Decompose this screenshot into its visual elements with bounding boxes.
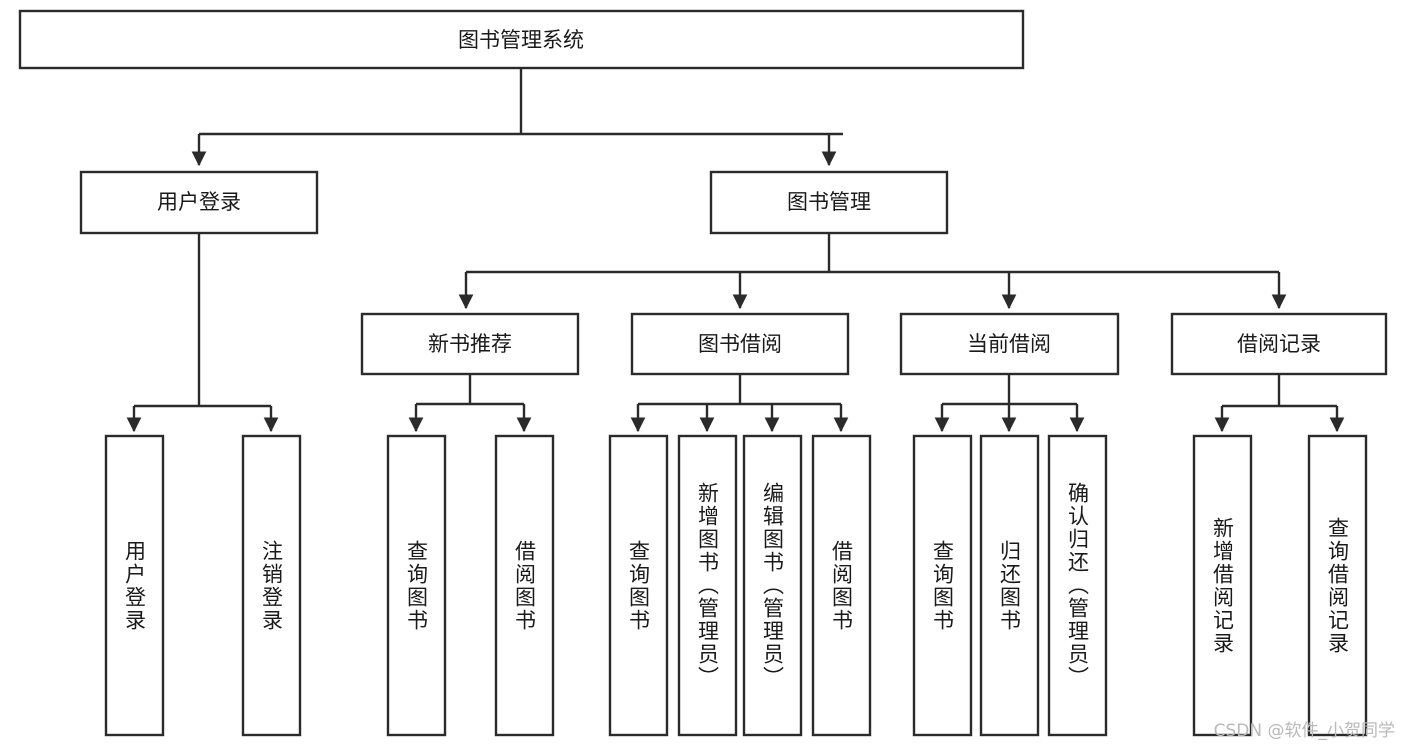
- leaf-box-add-record[interactable]: [1192, 434, 1253, 737]
- connector-root-to-level2: [191, 68, 843, 167]
- node-root-label: 图书管理系统: [458, 28, 584, 52]
- leaf-box-query-record[interactable]: [1307, 434, 1368, 737]
- node-borrow-record[interactable]: [1170, 312, 1388, 376]
- leaf-box-logout[interactable]: [241, 434, 302, 737]
- leaf-box-return-book[interactable]: [979, 434, 1040, 737]
- node-current-borrow[interactable]: [899, 312, 1120, 376]
- connector-current-borrow-to-leaves: [934, 374, 1085, 433]
- node-new-book-rec[interactable]: [360, 312, 580, 376]
- leaf-box-borrow-book[interactable]: [811, 434, 872, 737]
- leaf-box-query-book-borrow[interactable]: [608, 434, 669, 737]
- node-book-manage-label: 图书管理: [787, 190, 871, 214]
- connector-book-borrow-to-leaves: [630, 374, 849, 433]
- connector-borrow-record-to-leaves: [1214, 374, 1345, 433]
- leaf-box-confirm-return[interactable]: [1047, 434, 1108, 737]
- watermark-text: CSDN @软件_小贺同学: [1213, 721, 1395, 741]
- node-borrow-record-label: 借阅记录: [1237, 332, 1321, 356]
- connector-new-book-rec-to-leaves: [408, 374, 532, 433]
- node-new-book-rec-label: 新书推荐: [428, 332, 512, 356]
- leaf-box-edit-book[interactable]: [742, 434, 803, 737]
- leaf-box-add-book[interactable]: [677, 434, 738, 737]
- leaf-box-query-book-rec[interactable]: [386, 434, 447, 737]
- leaf-box-query-book-current[interactable]: [912, 434, 973, 737]
- leaf-box-user-login[interactable]: [104, 434, 165, 737]
- connector-user-login-to-leaves: [126, 233, 279, 433]
- leaf-box-borrow-book-rec[interactable]: [494, 434, 555, 737]
- node-current-borrow-label: 当前借阅: [967, 332, 1051, 356]
- node-book-borrow-label: 图书借阅: [698, 332, 782, 356]
- node-user-login-label: 用户登录: [157, 190, 241, 214]
- node-book-manage[interactable]: [709, 170, 949, 235]
- connector-book-manage-to-level3: [458, 233, 1287, 310]
- node-user-login[interactable]: [79, 170, 319, 235]
- node-book-borrow[interactable]: [630, 312, 850, 376]
- node-root[interactable]: [18, 9, 1025, 70]
